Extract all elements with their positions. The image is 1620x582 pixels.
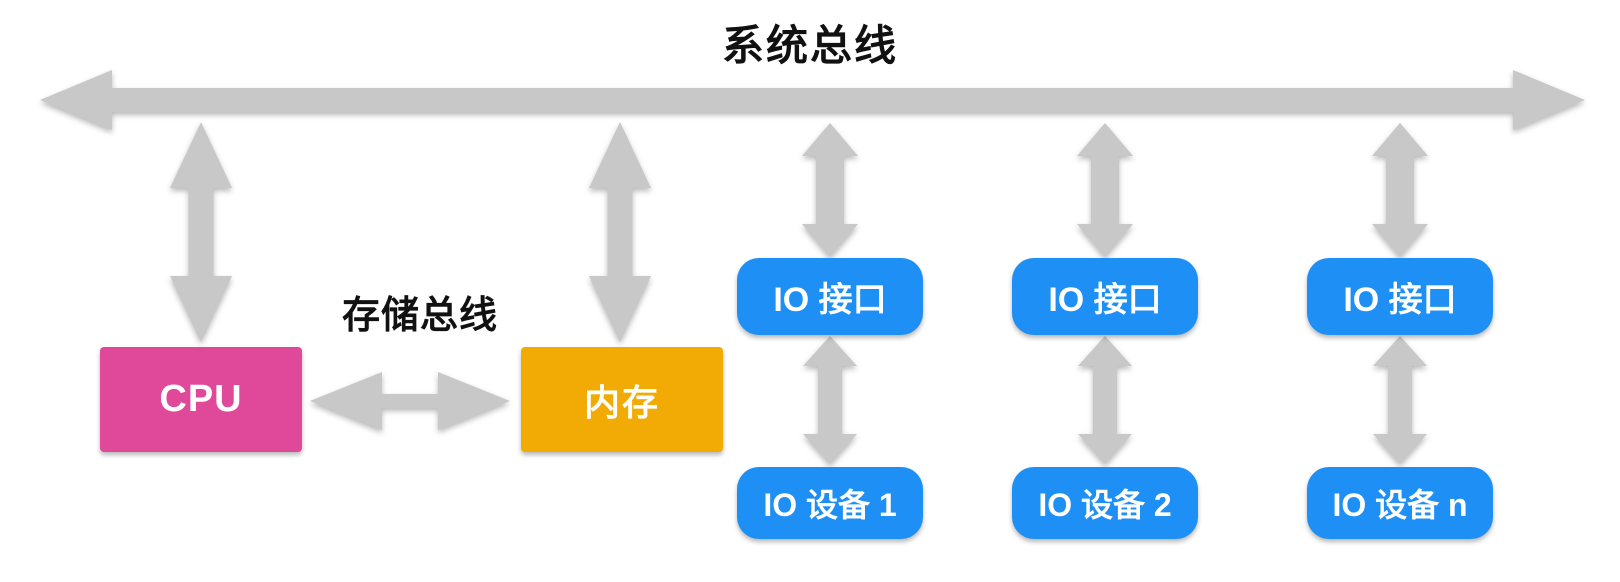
cpu-box: CPU xyxy=(100,347,302,452)
io-device-1-box: IO 设备 1 xyxy=(737,467,923,539)
io-device-1-label: IO 设备 1 xyxy=(763,487,897,523)
io-interface-2-device-2-arrow xyxy=(1078,336,1132,464)
system-bus-title: 系统总线 xyxy=(721,22,898,69)
io-interface-3-label: IO 接口 xyxy=(1343,281,1457,319)
memory-box: 内存 xyxy=(521,347,723,452)
system-bus-arrow xyxy=(40,70,1585,130)
bus-io-interface-1-arrow xyxy=(802,123,858,257)
io-interface-1-label: IO 接口 xyxy=(773,281,887,319)
memory-label: 内存 xyxy=(583,381,660,423)
cpu-memory-storage-bus-arrow xyxy=(310,372,510,430)
io-device-n-box: IO 设备 n xyxy=(1307,467,1493,539)
io-interface-2-box: IO 接口 xyxy=(1012,258,1198,335)
cpu-label: CPU xyxy=(159,378,243,420)
io-device-2-box: IO 设备 2 xyxy=(1012,467,1198,539)
io-interface-2-label: IO 接口 xyxy=(1048,281,1162,319)
io-interface-1-device-1-arrow xyxy=(803,336,857,464)
io-device-n-label: IO 设备 n xyxy=(1332,487,1468,523)
bus-io-interface-2-arrow xyxy=(1077,123,1133,257)
io-interface-1-box: IO 接口 xyxy=(737,258,923,335)
io-device-2-label: IO 设备 2 xyxy=(1038,487,1172,523)
io-interface-3-box: IO 接口 xyxy=(1307,258,1493,335)
bus-memory-arrow xyxy=(589,122,651,342)
storage-bus-label: 存储总线 xyxy=(341,295,498,337)
bus-cpu-arrow xyxy=(170,122,232,342)
bus-io-interface-3-arrow xyxy=(1372,123,1428,257)
io-interface-3-device-n-arrow xyxy=(1373,336,1427,464)
